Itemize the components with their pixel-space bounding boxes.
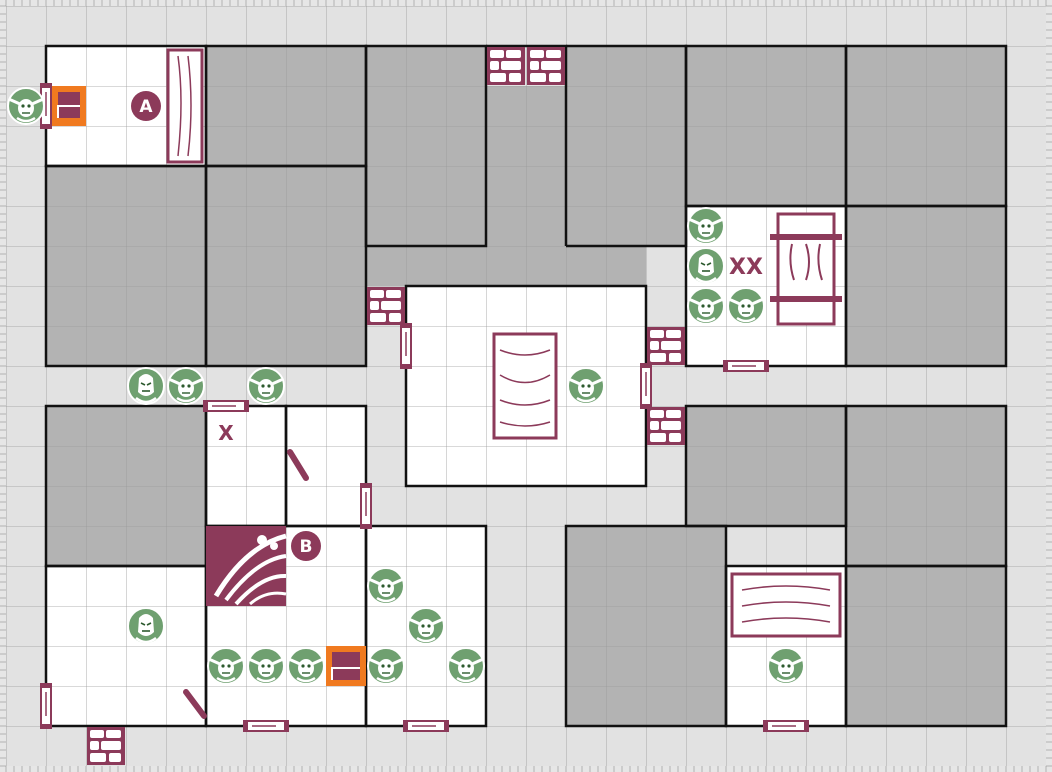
rubble-left-center <box>367 287 405 325</box>
door-x-room-top[interactable] <box>202 399 250 413</box>
rubble-right-center-2 <box>647 407 685 445</box>
trap-mark-2 <box>183 689 207 719</box>
goblin-token[interactable] <box>406 606 446 646</box>
goblin-token[interactable] <box>446 646 486 686</box>
goblin-token[interactable] <box>726 286 766 326</box>
door-bottom-left-room[interactable] <box>39 682 53 730</box>
trap-mark-1 <box>287 449 309 481</box>
goblin-token[interactable] <box>166 366 206 406</box>
orc-token[interactable] <box>686 246 726 286</box>
goblin-token[interactable] <box>246 366 286 406</box>
goblin-token[interactable] <box>766 646 806 686</box>
stairs-tile-a[interactable] <box>52 86 86 126</box>
door-center-right[interactable] <box>639 362 653 410</box>
door-xx-room-bottom[interactable] <box>722 359 770 373</box>
goblin-token[interactable] <box>206 646 246 686</box>
torture-rack[interactable] <box>770 212 842 326</box>
goblin-token[interactable] <box>686 286 726 326</box>
stairs-tile-b[interactable] <box>326 646 366 686</box>
orc-token[interactable] <box>126 606 166 646</box>
door-center-left[interactable] <box>399 322 413 370</box>
svg-text:A: A <box>139 97 153 117</box>
rubble-top <box>487 47 525 85</box>
xx-marker: XX <box>729 255 763 280</box>
svg-text:B: B <box>300 537 313 557</box>
room-a-marker: A <box>131 91 161 121</box>
table-furniture-center[interactable] <box>492 332 558 440</box>
rubble-right-center-1 <box>647 327 685 365</box>
goblin-token[interactable] <box>246 646 286 686</box>
orc-token[interactable] <box>126 366 166 406</box>
door-b-room-bottom[interactable] <box>242 719 290 733</box>
goblin-token[interactable] <box>286 646 326 686</box>
table-furniture-bottom-right[interactable] <box>730 572 842 638</box>
x-marker: X <box>218 421 234 445</box>
door-mid-bottom[interactable] <box>402 719 450 733</box>
goblin-token[interactable] <box>686 206 726 246</box>
goblin-token[interactable] <box>366 566 406 606</box>
bone-pile-tile <box>206 526 287 606</box>
door-bottom-right-room[interactable] <box>762 719 810 733</box>
goblin-token[interactable] <box>366 646 406 686</box>
rubble-bottom-left <box>87 727 125 765</box>
room-b-marker: B <box>291 531 321 561</box>
goblin-token[interactable] <box>6 86 46 126</box>
goblin-token[interactable] <box>566 366 606 406</box>
table-furniture-a[interactable] <box>166 48 204 164</box>
door-x-room-right[interactable] <box>359 482 373 530</box>
rubble-top-2 <box>527 47 565 85</box>
